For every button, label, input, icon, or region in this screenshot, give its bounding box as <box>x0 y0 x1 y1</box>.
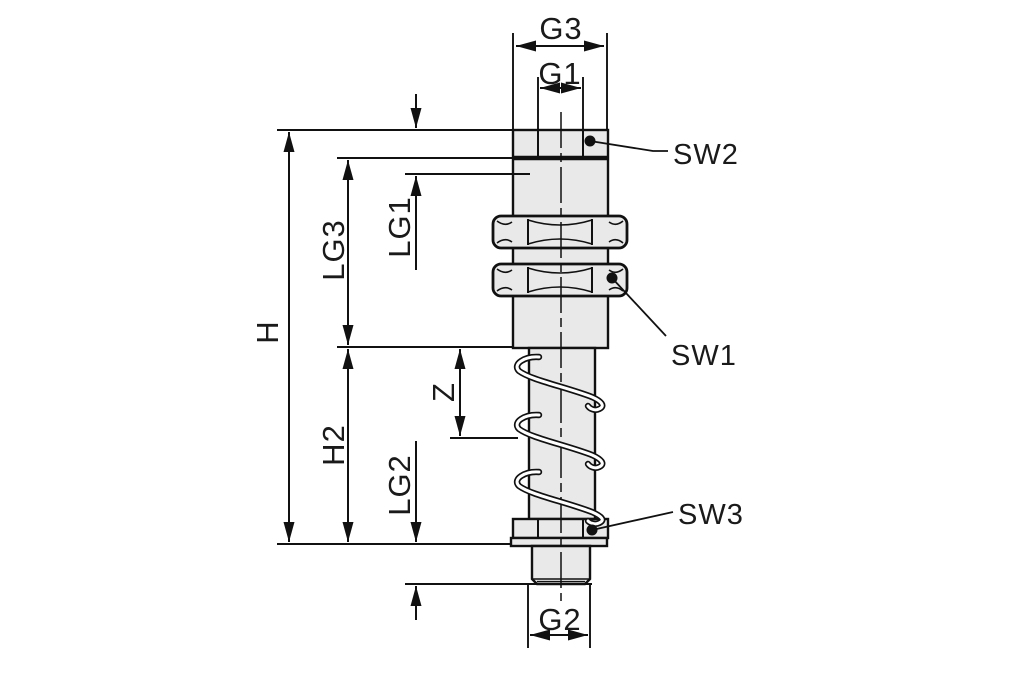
spring-coil <box>514 353 606 528</box>
hex-nut-sw1 <box>491 262 629 298</box>
spring-turn-1-inner <box>515 355 604 412</box>
dimension-label-h: H <box>250 320 285 343</box>
callout-sw2: SW2 <box>584 135 739 171</box>
hex-nut-upper <box>491 214 629 250</box>
dimension-g1: G1 <box>538 56 581 94</box>
dimension-h2: H2 <box>316 349 354 542</box>
extension-lines <box>277 33 608 648</box>
dimension-label-h2: H2 <box>316 424 351 466</box>
hex-chamfer-arc <box>527 286 593 293</box>
dimension-label-lg2: LG2 <box>382 454 417 516</box>
hex-chamfer-arc <box>527 267 593 274</box>
dimension-h: H <box>250 132 295 542</box>
dimension-g2: G2 <box>530 602 588 641</box>
dimensions: G3 G1 H LG3 H2 LG1 <box>250 11 608 648</box>
dimension-label-lg3: LG3 <box>316 219 351 281</box>
dimension-label-g2: G2 <box>538 602 581 637</box>
dimension-lg2: LG2 <box>382 441 422 620</box>
hex-nut-upper-outline <box>491 214 629 250</box>
dimension-label-z: Z <box>426 382 461 402</box>
callout-label-sw1: SW1 <box>671 340 737 372</box>
dimension-label-g1: G1 <box>538 56 581 91</box>
hex-chamfer-arc <box>527 238 593 245</box>
spring-turn-3-inner <box>515 470 604 526</box>
callout-line-sw2 <box>589 140 668 152</box>
callout-label-sw3: SW3 <box>678 499 744 531</box>
spring-turn-2-inner <box>515 413 604 470</box>
hex-nut-sw1-outline <box>491 262 629 298</box>
callout-label-sw2: SW2 <box>673 139 739 171</box>
dimension-label-g3: G3 <box>539 11 582 46</box>
callout-line-sw1 <box>611 277 667 337</box>
callouts: SW2 SW1 SW3 <box>584 135 744 536</box>
hex-chamfer-arc <box>527 219 593 226</box>
dimension-label-lg1: LG1 <box>382 196 417 258</box>
callout-sw1: SW1 <box>606 272 737 372</box>
hex-corner-chamfers <box>496 220 624 244</box>
hex-corner-chamfers <box>496 268 624 292</box>
dimension-z: Z <box>426 349 466 436</box>
dimension-lg1: LG1 <box>382 94 422 270</box>
part-lower-shaft <box>527 346 597 521</box>
dimension-g3: G3 <box>516 11 604 52</box>
part <box>491 128 629 586</box>
callout-line-sw3 <box>591 511 674 531</box>
callout-sw3: SW3 <box>586 499 744 536</box>
dimension-lg3: LG3 <box>316 160 354 345</box>
